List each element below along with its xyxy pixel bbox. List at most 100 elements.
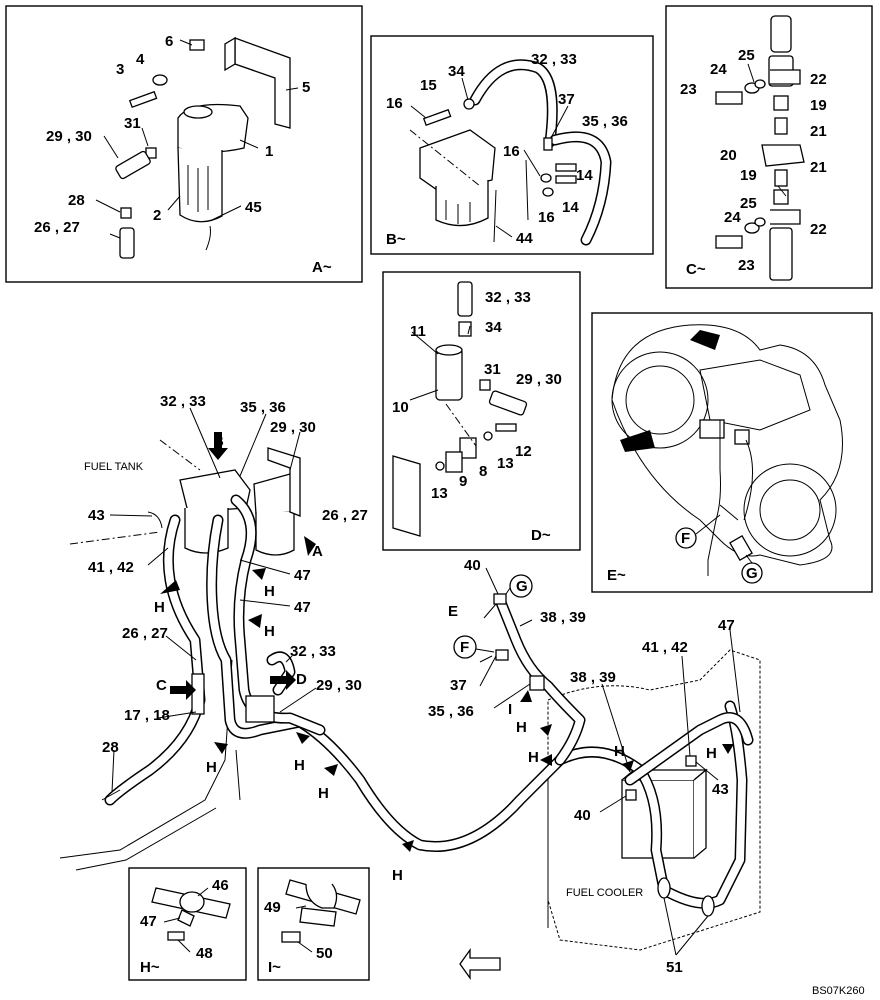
label: 29 , 30 [316, 677, 362, 694]
label: 28 [102, 739, 119, 756]
sensor [435, 347, 463, 401]
view-letter-h: H [528, 749, 539, 766]
panel-b-caption: B~ [386, 231, 406, 248]
panel-e-frame [591, 312, 873, 593]
label: 38 , 39 [570, 669, 616, 686]
panel-h-frame [128, 867, 247, 981]
label: 34 [485, 319, 502, 336]
panel-i-frame [257, 867, 370, 981]
label: 40 [574, 807, 591, 824]
panel-c-frame [665, 5, 873, 289]
marker-f-letter: F [681, 530, 690, 547]
view-letter-b: B [213, 433, 224, 450]
label: 16 [386, 95, 403, 112]
label: 13 [431, 485, 448, 502]
label: 38 , 39 [540, 609, 586, 626]
clamp [305, 883, 338, 909]
label: 29 , 30 [516, 371, 562, 388]
label: 32 , 33 [290, 643, 336, 660]
label: 47 [718, 617, 735, 634]
panel-e: F G E~ [591, 312, 873, 593]
clamp [179, 891, 205, 913]
label: 29 , 30 [46, 128, 92, 145]
main-filter-bowl-a [255, 512, 295, 556]
panel-a-caption: A~ [312, 259, 332, 276]
label: 16 [503, 143, 520, 160]
label: 8 [479, 463, 487, 480]
label: 41 , 42 [88, 559, 134, 576]
view-letter-h: H [154, 599, 165, 616]
label: 22 [810, 71, 827, 88]
label: 21 [810, 159, 827, 176]
view-letter-a: A [312, 543, 323, 560]
label: 31 [124, 115, 141, 132]
label: 28 [68, 192, 85, 209]
label: 45 [245, 199, 262, 216]
label: 32 , 33 [160, 393, 206, 410]
label: 15 [420, 77, 437, 94]
label: 19 [740, 167, 757, 184]
label: 41 , 42 [642, 639, 688, 656]
label: 34 [448, 63, 465, 80]
label: 49 [264, 899, 281, 916]
label: 26 , 27 [322, 507, 368, 524]
panel-d-frame [382, 271, 581, 551]
panel-i-caption: I~ [268, 959, 281, 976]
panel-i: 49 50 I~ [257, 867, 370, 981]
label: 50 [316, 945, 333, 962]
label: 6 [165, 33, 173, 50]
view-letter-h: H [264, 623, 275, 640]
view-letter-d: D [296, 671, 307, 688]
filter-bowl [435, 180, 489, 227]
label: 26 , 27 [122, 625, 168, 642]
label: 47 [294, 599, 311, 616]
label: 25 [738, 47, 755, 64]
label: 37 [450, 677, 467, 694]
label: 16 [538, 209, 555, 226]
label: 35 , 36 [240, 399, 286, 416]
label: 11 [410, 323, 426, 340]
marker-f [453, 635, 477, 659]
marker-f [675, 527, 697, 549]
panel-c: 25 24 22 23 19 21 20 21 19 25 24 22 23 C… [665, 5, 873, 289]
label: 32 , 33 [485, 289, 531, 306]
direction-arrow [459, 947, 501, 981]
view-arrows [160, 432, 734, 981]
view-letter-h: H [264, 583, 275, 600]
panel-a: 6 3 4 5 29 , 30 31 1 28 2 45 26 , 27 A~ [5, 5, 363, 283]
view-letter-e: E [448, 603, 458, 620]
filter-head [419, 129, 496, 193]
view-letter-i: I [508, 701, 512, 718]
label: 12 [515, 443, 532, 460]
panel-a-frame [5, 5, 363, 283]
label: 14 [562, 199, 579, 216]
label: 9 [459, 473, 467, 490]
view-letter-c: C [156, 677, 167, 694]
label: 43 [88, 507, 105, 524]
marker-g-letter: G [746, 565, 758, 582]
marker-g [509, 574, 533, 598]
view-letter-h: H [614, 743, 625, 760]
label: 22 [810, 221, 827, 238]
view-letter-h: H [206, 759, 217, 776]
label: 10 [392, 399, 409, 416]
view-letter-h: H [516, 719, 527, 736]
panel-h: 46 47 48 H~ [128, 867, 247, 981]
fuel-cooler-label: FUEL COOLER [566, 887, 643, 899]
label: 14 [576, 167, 593, 184]
label: 13 [497, 455, 514, 472]
view-letter-h: H [392, 867, 403, 884]
label: 40 [464, 557, 481, 574]
main-assembly: G F FUEL TANK FUEL COOLER 32 , 33 35 , 3… [59, 393, 761, 981]
label: 25 [740, 195, 757, 212]
marker-g-letter: G [516, 578, 528, 595]
label: 31 [484, 361, 501, 378]
label: 2 [153, 207, 161, 224]
label: 17 , 18 [124, 707, 170, 724]
label: 29 , 30 [270, 419, 316, 436]
label: 47 [140, 913, 157, 930]
view-letter-h: H [706, 745, 717, 762]
label: 26 , 27 [34, 219, 80, 236]
label: 4 [136, 51, 145, 68]
panel-b: 32 , 33 34 15 16 37 35 , 36 16 14 16 14 … [370, 35, 654, 255]
